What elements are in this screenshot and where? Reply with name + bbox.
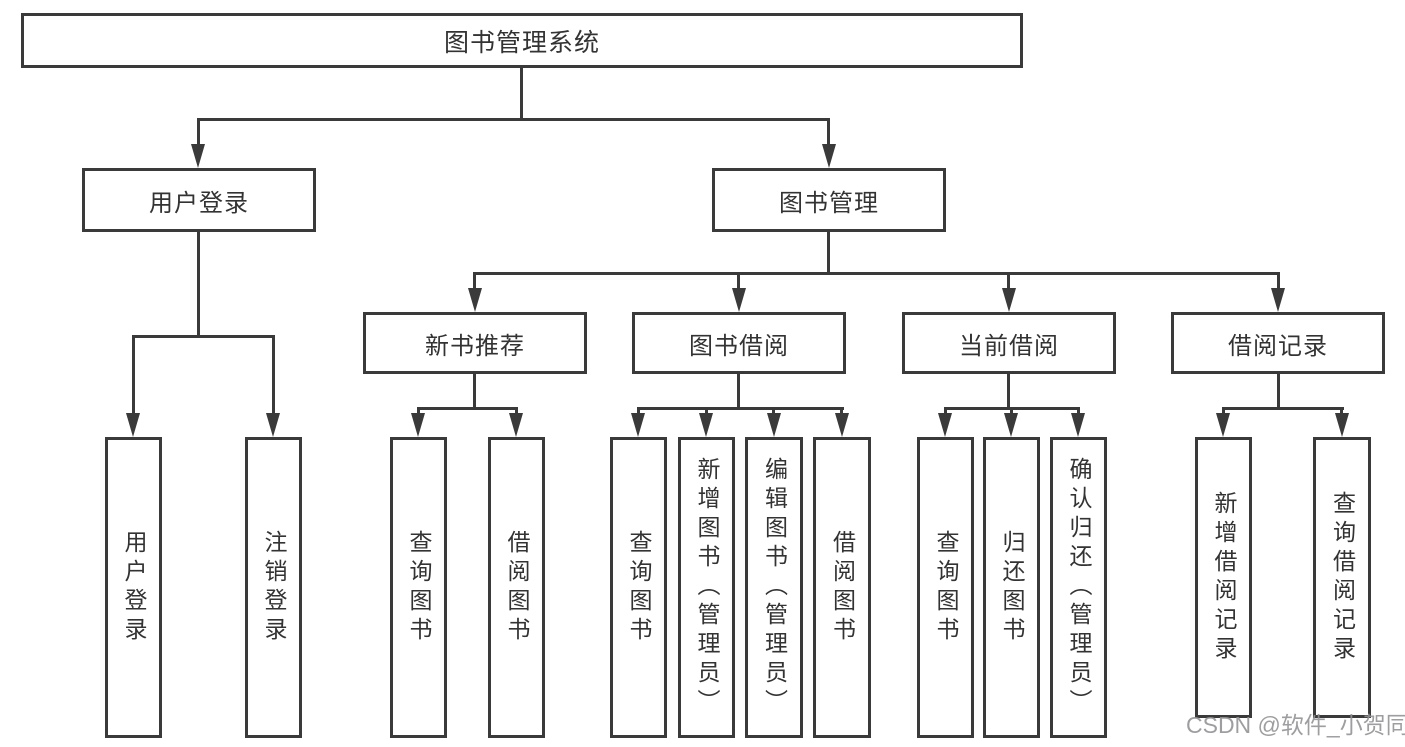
- leaf-return-books: 归还图书: [983, 437, 1040, 738]
- connector-drop-leaf: [1340, 407, 1343, 415]
- arrowhead-leaf: [1071, 413, 1085, 437]
- leaf-add-borrow-record: 新增借阅记录: [1195, 437, 1252, 718]
- connector-branch-new-book: [417, 407, 518, 410]
- arrowhead-leaf: [699, 413, 713, 437]
- connector-drop-leaf: [1077, 407, 1080, 415]
- leaf-confirm-return-admin: 确认归还（管理员）: [1050, 437, 1107, 738]
- leaf-label: 新增借阅记录: [1211, 490, 1237, 665]
- connector-drop-leaf: [944, 407, 947, 415]
- node-label: 图书借阅: [689, 332, 789, 360]
- connector-drop-records: [1277, 272, 1280, 290]
- leaf-label: 用户登录: [121, 529, 147, 646]
- connector-branch-level2: [197, 118, 830, 121]
- arrowhead-leaf: [1004, 413, 1018, 437]
- node-borrow-records: 借阅记录: [1171, 312, 1385, 374]
- connector-drop-leaf: [1222, 407, 1225, 415]
- arrowhead-user-login: [191, 144, 205, 168]
- leaf-label: 查询借阅记录: [1329, 490, 1356, 665]
- node-label: 图书管理: [779, 189, 879, 217]
- leaf-label: 编辑图书（管理员）: [761, 457, 788, 718]
- arrowhead-leaf: [767, 413, 781, 437]
- leaf-label: 查询图书: [406, 529, 432, 646]
- arrowhead-leaf: [1216, 413, 1230, 437]
- connector-branch-borrow: [637, 407, 844, 410]
- connector-drop-leaf: [772, 407, 775, 415]
- node-user-login: 用户登录: [82, 168, 316, 232]
- arrowhead-records: [1271, 288, 1285, 312]
- connector-drop-leaf: [705, 407, 708, 415]
- leaf-label: 注销登录: [261, 529, 287, 646]
- leaf-label: 查询图书: [626, 529, 652, 646]
- leaf-logout: 注销登录: [245, 437, 302, 738]
- leaf-query-books-borrow: 查询图书: [610, 437, 667, 738]
- arrowhead-new-book: [468, 288, 482, 312]
- connector-drop-leaf: [840, 407, 843, 415]
- connector-drop-new-book: [473, 272, 476, 290]
- connector-drop-user-login: [197, 118, 200, 146]
- leaf-borrow-books-recommend: 借阅图书: [488, 437, 545, 738]
- arrowhead-leaf: [631, 413, 645, 437]
- csdn-watermark: CSDN @软件_小贺同学: [1186, 712, 1405, 738]
- leaf-user-login: 用户登录: [105, 437, 162, 738]
- node-book-management: 图书管理: [712, 168, 946, 232]
- node-label: 当前借阅: [959, 332, 1059, 360]
- leaf-label: 借阅图书: [829, 529, 856, 646]
- connector-drop-leaf: [272, 335, 275, 415]
- connector-drop-leaf: [637, 407, 640, 415]
- connector-root-stem: [520, 68, 523, 118]
- connector-drop-leaf: [1010, 407, 1013, 415]
- node-book-borrowing: 图书借阅: [632, 312, 846, 374]
- leaf-borrow-books: 借阅图书: [813, 437, 871, 738]
- leaf-edit-books-admin: 编辑图书（管理员）: [745, 437, 803, 738]
- connector-drop-book-mgmt: [827, 118, 830, 146]
- leaf-query-books-current: 查询图书: [917, 437, 974, 738]
- connector-stem-records: [1277, 374, 1280, 410]
- connector-drop-current: [1007, 272, 1010, 290]
- arrowhead-leaf: [509, 413, 523, 437]
- arrowhead-leaf: [411, 413, 425, 437]
- connector-stem-current: [1007, 374, 1010, 410]
- arrowhead-leaf: [1335, 413, 1349, 437]
- connector-mgmt-stem: [827, 232, 830, 274]
- connector-drop-leaf: [132, 335, 135, 415]
- leaf-label: 归还图书: [999, 529, 1025, 646]
- arrowhead-borrow: [732, 288, 746, 312]
- arrowhead-current: [1002, 288, 1016, 312]
- connector-drop-borrow: [737, 272, 740, 290]
- leaf-label: 确认归还（管理员）: [1066, 457, 1092, 718]
- node-label: 新书推荐: [425, 332, 525, 360]
- connector-drop-leaf: [417, 407, 420, 415]
- arrowhead-leaf: [266, 413, 280, 437]
- leaf-label: 借阅图书: [504, 529, 530, 646]
- connector-drop-leaf: [515, 407, 518, 415]
- leaf-label: 查询图书: [933, 529, 959, 646]
- node-label: 借阅记录: [1228, 332, 1328, 360]
- leaf-query-borrow-record: 查询借阅记录: [1313, 437, 1371, 718]
- connector-login-stem: [197, 232, 200, 338]
- arrowhead-book-mgmt: [822, 144, 836, 168]
- connector-branch-login: [132, 335, 275, 338]
- connector-branch-records: [1222, 407, 1344, 410]
- leaf-add-books-admin: 新增图书（管理员）: [678, 437, 735, 738]
- node-new-book-recommend: 新书推荐: [363, 312, 587, 374]
- node-library-system: 图书管理系统: [21, 13, 1023, 68]
- connector-stem-borrow: [737, 374, 740, 410]
- connector-stem-new-book: [473, 374, 476, 410]
- node-label: 用户登录: [149, 189, 249, 217]
- connector-branch-level3: [473, 272, 1280, 275]
- leaf-query-books-recommend: 查询图书: [390, 437, 447, 738]
- node-current-borrowing: 当前借阅: [902, 312, 1116, 374]
- arrowhead-leaf: [126, 413, 140, 437]
- leaf-label: 新增图书（管理员）: [694, 457, 720, 718]
- arrowhead-leaf: [835, 413, 849, 437]
- node-label: 图书管理系统: [443, 28, 600, 57]
- arrowhead-leaf: [938, 413, 952, 437]
